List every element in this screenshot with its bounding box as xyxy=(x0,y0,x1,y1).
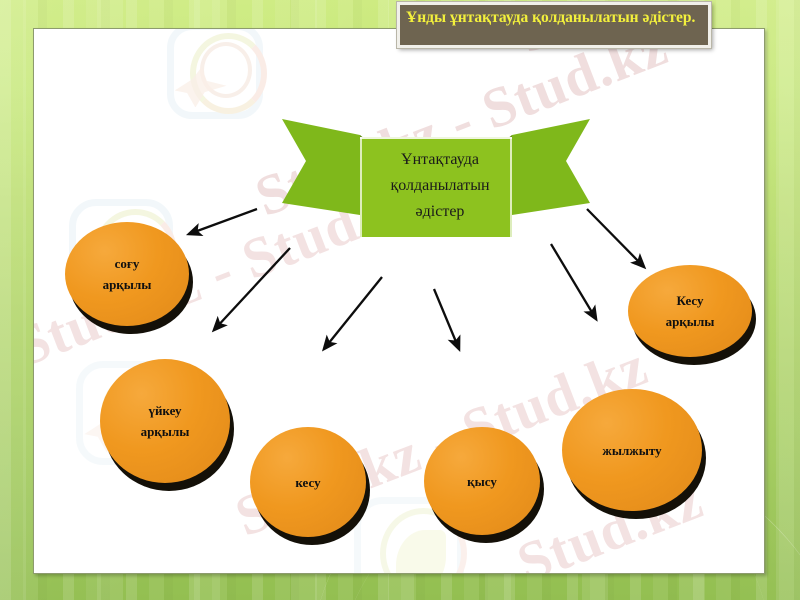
ribbon-label: Ұнтақтауда қолданылатын әдістер xyxy=(360,138,520,233)
node-uikeu[interactable]: үйкеу арқылы xyxy=(100,359,234,491)
node-body xyxy=(628,265,752,357)
node-label: қысу xyxy=(424,427,540,535)
node-label-line-1: Кесу xyxy=(676,293,704,308)
node-label-line-1: қысу xyxy=(467,473,497,489)
node-label-line-2: арқылы xyxy=(102,277,152,292)
node-label-line-1: кесу xyxy=(295,474,321,490)
node-body xyxy=(100,359,230,483)
node-body xyxy=(424,427,540,535)
page-title: Ұнды ұнтақтауда қолданылатын әдістер. xyxy=(406,9,696,26)
node-body xyxy=(562,389,702,511)
node-label: соғу арқылы xyxy=(65,222,189,326)
ribbon-line-3: әдістер xyxy=(415,202,465,220)
node-body xyxy=(250,427,366,537)
node-label: Кесу арқылы xyxy=(628,265,752,357)
node-kesu[interactable]: кесу xyxy=(250,427,370,545)
ribbon-banner: Ұнтақтауда қолданылатын әдістер xyxy=(282,113,590,239)
decorative-logo-mark xyxy=(167,29,268,119)
node-label-line-1: жылжыту xyxy=(602,442,662,458)
node-sogu[interactable]: соғу арқылы xyxy=(65,222,193,334)
node-label: кесу xyxy=(250,427,366,537)
slide-title-box: Ұнды ұнтақтауда қолданылатын әдістер. xyxy=(397,2,711,48)
arrow-to-zhylzhytu xyxy=(550,243,598,322)
node-zhylzhytu[interactable]: жылжыту xyxy=(562,389,706,519)
arrow-to-sogu xyxy=(185,207,258,237)
arrow-to-uikeu xyxy=(211,247,291,333)
ribbon-line-2: қолданылатын xyxy=(390,176,490,194)
arrow-to-qysu xyxy=(432,288,461,352)
node-label-line-1: үйкеу xyxy=(148,403,182,418)
ribbon-line-1: Ұнтақтауда xyxy=(401,150,479,168)
arrow-to-kesu xyxy=(321,276,383,352)
node-label: жылжыту xyxy=(562,389,702,511)
node-kesu-arqyly[interactable]: Кесу арқылы xyxy=(628,265,756,365)
node-label-line-2: арқылы xyxy=(140,424,190,439)
node-label-line-1: соғу xyxy=(114,256,140,271)
arrow-to-kesu-arqyly xyxy=(586,208,647,270)
node-label-line-2: арқылы xyxy=(665,314,715,329)
node-label: үйкеу арқылы xyxy=(100,359,230,483)
node-qysu[interactable]: қысу xyxy=(424,427,544,543)
content-panel: Stud.kz - Stud.kz Stud.kz - Stud.kz Stud… xyxy=(33,28,765,574)
